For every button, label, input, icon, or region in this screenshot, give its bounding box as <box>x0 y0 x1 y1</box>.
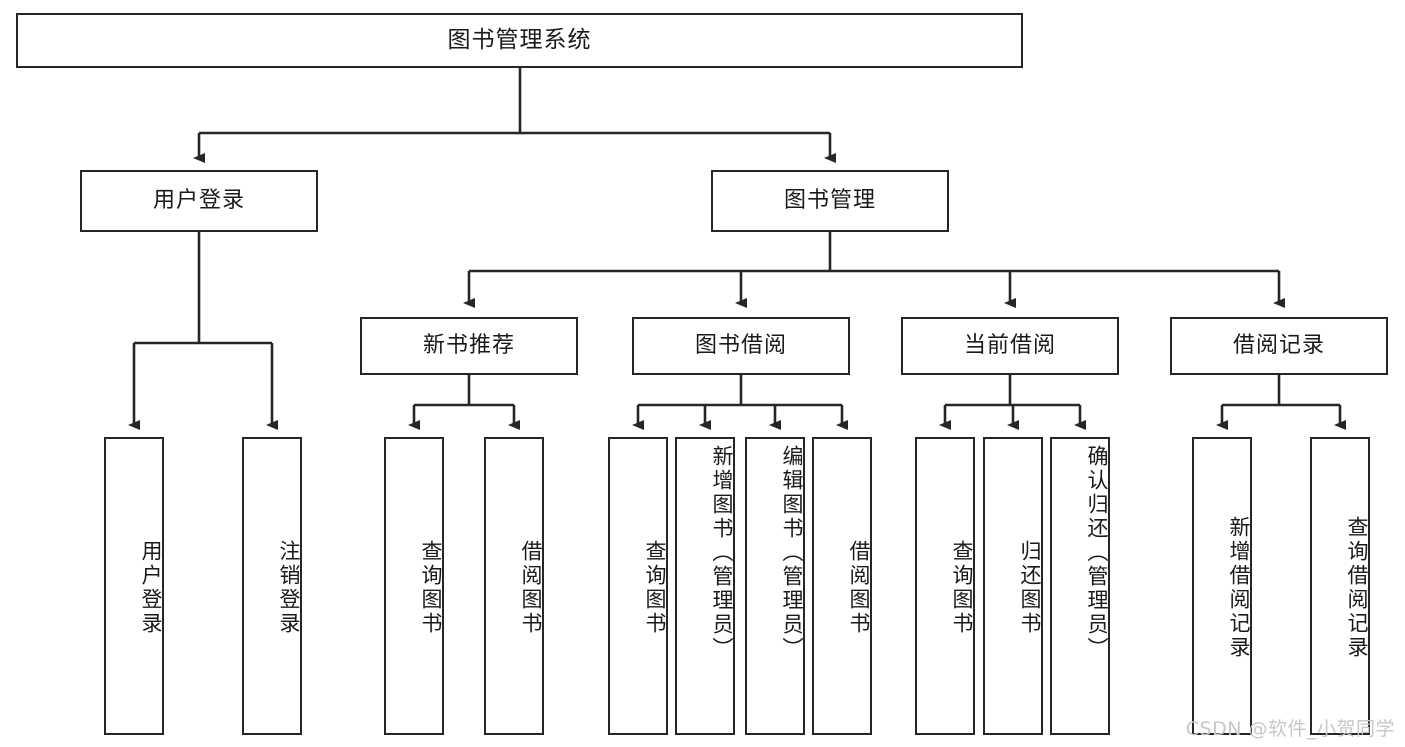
leaf-borrow-books[interactable]: 借阅图书 <box>812 437 872 735</box>
node-label: 查询图书 <box>950 540 974 636</box>
node-label: 图书管理 <box>783 187 876 213</box>
node-label: 编辑图书（管理员） <box>780 445 804 661</box>
node-user-login[interactable]: 用户登录 <box>80 170 318 232</box>
leaf-query-books-borrow[interactable]: 查询图书 <box>608 437 668 735</box>
leaf-query-borrow-record[interactable]: 查询借阅记录 <box>1310 437 1370 735</box>
node-label: 注销登录 <box>277 540 301 636</box>
leaf-query-books-recommend[interactable]: 查询图书 <box>384 437 444 735</box>
node-label: 当前借阅 <box>963 332 1056 358</box>
node-label: 查询图书 <box>643 540 667 636</box>
node-label: 新增借阅记录 <box>1227 516 1251 660</box>
node-label: 归还图书 <box>1018 540 1042 636</box>
node-label: 借阅图书 <box>847 540 871 636</box>
node-book-borrowing[interactable]: 图书借阅 <box>632 317 850 375</box>
leaf-borrow-books-recommend[interactable]: 借阅图书 <box>484 437 544 735</box>
node-borrowing-records[interactable]: 借阅记录 <box>1170 317 1388 375</box>
node-label: 借阅记录 <box>1232 332 1325 358</box>
node-label: 图书管理系统 <box>447 26 592 53</box>
leaf-edit-book-admin[interactable]: 编辑图书（管理员） <box>745 437 805 735</box>
leaf-confirm-return-admin[interactable]: 确认归还（管理员） <box>1050 437 1110 735</box>
node-label: 借阅图书 <box>519 540 543 636</box>
csdn-watermark: CSDN @软件_小贺同学 <box>1185 718 1395 740</box>
node-current-borrowing[interactable]: 当前借阅 <box>901 317 1119 375</box>
leaf-return-books[interactable]: 归还图书 <box>983 437 1043 735</box>
node-new-book-recommendation[interactable]: 新书推荐 <box>360 317 578 375</box>
leaf-user-login[interactable]: 用户登录 <box>104 437 164 735</box>
node-label: 新书推荐 <box>422 332 515 358</box>
node-book-management-system[interactable]: 图书管理系统 <box>16 13 1023 68</box>
leaf-add-borrow-record[interactable]: 新增借阅记录 <box>1192 437 1252 735</box>
node-label: 查询借阅记录 <box>1345 516 1369 660</box>
leaf-logout[interactable]: 注销登录 <box>242 437 302 735</box>
node-book-management[interactable]: 图书管理 <box>711 170 949 232</box>
node-label: 用户登录 <box>152 187 245 213</box>
node-label: 确认归还（管理员） <box>1085 445 1109 661</box>
leaf-add-book-admin[interactable]: 新增图书（管理员） <box>675 437 735 735</box>
node-label: 用户登录 <box>139 540 163 636</box>
node-label: 查询图书 <box>419 540 443 636</box>
node-label: 图书借阅 <box>694 332 787 358</box>
leaf-query-books-current[interactable]: 查询图书 <box>915 437 975 735</box>
node-label: 新增图书（管理员） <box>710 445 734 661</box>
